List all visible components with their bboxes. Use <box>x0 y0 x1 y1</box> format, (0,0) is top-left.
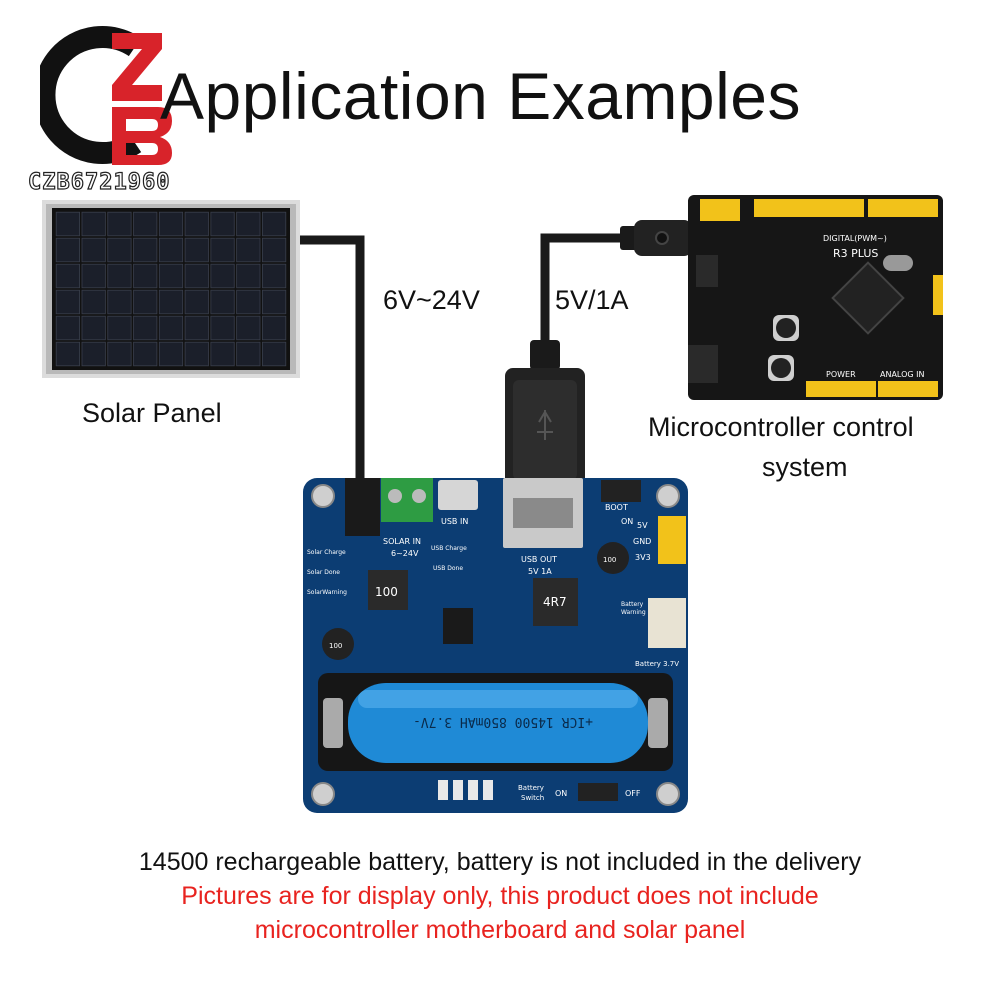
caption-line2: Pictures are for display only, this prod… <box>0 882 1000 911</box>
solar-cell <box>134 342 157 366</box>
solar-cell <box>211 212 234 236</box>
input-voltage-label: 6V~24V <box>383 285 480 316</box>
caption-line3: microcontroller motherboard and solar pa… <box>0 916 1000 945</box>
solar-cell <box>108 238 131 262</box>
capacitor-label-1: 100 <box>603 556 616 564</box>
solar-cell <box>159 238 182 262</box>
solar-panel-label: Solar Panel <box>82 398 222 429</box>
battery-37-label: Battery 3.7V <box>635 660 679 668</box>
solar-cell <box>262 212 285 236</box>
battery-warning-label-1: Battery <box>621 601 644 608</box>
solar-cell <box>82 316 105 340</box>
solar-cell <box>237 342 260 366</box>
switch-off-label: OFF <box>625 789 641 798</box>
solar-cell <box>159 212 182 236</box>
solar-cell <box>108 264 131 288</box>
solar-cell <box>56 264 79 288</box>
battery-switch-label-2: Switch <box>521 794 544 802</box>
solar-cell <box>237 212 260 236</box>
microcontroller-board-image: DIGITAL(PWM~) R3 PLUS POWER ANALOG IN <box>688 195 943 400</box>
switch-on-label: ON <box>555 789 567 798</box>
mcu-label-line1: Microcontroller control <box>648 412 914 443</box>
solar-cell <box>82 290 105 314</box>
solar-in-label: SOLAR IN <box>383 537 421 546</box>
solar-cell <box>134 212 157 236</box>
solar-cell <box>159 264 182 288</box>
mcu-digital-label: DIGITAL(PWM~) <box>823 234 887 243</box>
inductor-4r7-label: 4R7 <box>543 595 567 609</box>
solar-cell <box>237 290 260 314</box>
solar-cell <box>108 316 131 340</box>
solar-cell <box>211 290 234 314</box>
solar-cell <box>134 238 157 262</box>
solar-cell <box>262 342 285 366</box>
solar-range-label: 6~24V <box>391 549 419 558</box>
solar-cell <box>56 212 79 236</box>
solar-charge-label: Solar Charge <box>307 549 346 556</box>
battery-print-label: +ICR 14500 850mAH 3.7V- <box>413 714 593 729</box>
solar-cell <box>82 264 105 288</box>
solar-cell <box>185 238 208 262</box>
solar-cell <box>56 316 79 340</box>
solar-cell <box>185 316 208 340</box>
solar-cell <box>82 342 105 366</box>
solar-cell <box>262 238 285 262</box>
solar-cell <box>237 264 260 288</box>
solar-cell <box>211 316 234 340</box>
solar-warning-label: SolarWarning <box>307 589 347 596</box>
solar-cell <box>262 290 285 314</box>
solar-cell <box>108 212 131 236</box>
usb-out-rating-label: 5V 1A <box>528 567 552 576</box>
usb-in-label: USB IN <box>441 517 468 526</box>
solar-cell <box>262 316 285 340</box>
boot-label: BOOT <box>605 503 628 512</box>
capacitor-label-2: 100 <box>329 642 342 650</box>
solar-cell <box>82 212 105 236</box>
solar-cell <box>159 290 182 314</box>
solar-cell <box>237 316 260 340</box>
solar-cell <box>108 290 131 314</box>
charger-board-image: SOLAR IN 6~24V USB IN USB OUT 5V 1A BOOT… <box>303 478 688 813</box>
solar-cell <box>56 290 79 314</box>
solar-cell <box>134 290 157 314</box>
solar-cell <box>237 238 260 262</box>
solar-cell <box>56 238 79 262</box>
solar-cell <box>211 342 234 366</box>
solar-cell <box>185 212 208 236</box>
usb-done-label: USB Done <box>433 565 463 572</box>
solar-cell <box>159 342 182 366</box>
solar-done-label: Solar Done <box>307 569 340 576</box>
solar-cell <box>211 238 234 262</box>
battery-switch-label-1: Battery <box>518 784 544 792</box>
inductor-100-label: 100 <box>375 585 398 599</box>
solar-cell <box>185 342 208 366</box>
solar-cell <box>262 264 285 288</box>
caption-line1: 14500 rechargeable battery, battery is n… <box>0 848 1000 877</box>
solar-cell <box>185 290 208 314</box>
mcu-analog-label: ANALOG IN <box>880 370 925 379</box>
gnd-label: GND <box>633 537 651 546</box>
solar-cell <box>134 264 157 288</box>
solar-cell <box>82 238 105 262</box>
battery-warning-label-2: Warning <box>621 609 646 616</box>
usb-out-label: USB OUT <box>521 555 557 564</box>
output-voltage-label: 5V/1A <box>555 285 629 316</box>
mcu-power-label: POWER <box>826 370 856 379</box>
solar-cell <box>211 264 234 288</box>
solar-cell <box>134 316 157 340</box>
usb-a-plug <box>495 340 595 490</box>
solar-cell <box>185 264 208 288</box>
on-label: ON <box>621 517 633 526</box>
mcu-model-label: R3 PLUS <box>833 247 878 260</box>
solar-cell <box>56 342 79 366</box>
solar-panel-image <box>42 200 300 378</box>
usb-charge-label: USB Charge <box>431 545 467 552</box>
solar-cell <box>108 342 131 366</box>
3v3-label: 3V3 <box>635 553 651 562</box>
mcu-label-line2: system <box>762 452 848 483</box>
5v-label: 5V <box>637 521 648 530</box>
solar-cell <box>159 316 182 340</box>
